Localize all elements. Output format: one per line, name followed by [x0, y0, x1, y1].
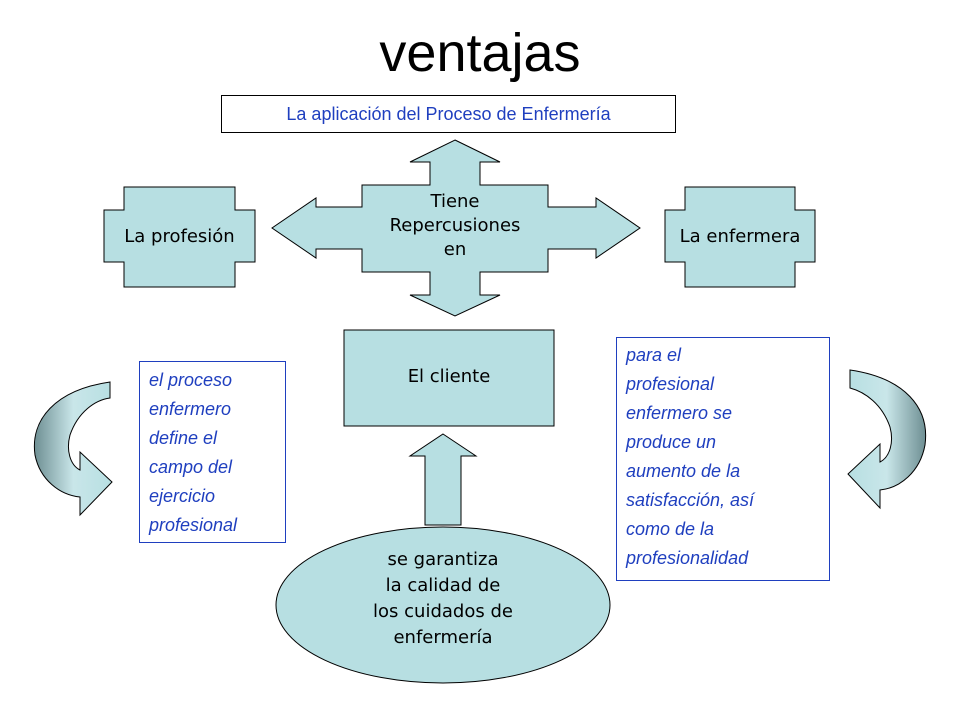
page-title: ventajas [379, 23, 581, 83]
top-box: La aplicación del Proceso de Enfermería [221, 95, 676, 133]
right-curved-arrow [847, 369, 927, 510]
enfermera-node-shape [664, 186, 816, 288]
quality-oval-shape [275, 526, 611, 684]
profesion-node-shape [103, 186, 256, 288]
left-note-box: el proceso enfermero define el campo del… [139, 361, 286, 543]
enfermera-node-label: La enfermera [679, 226, 801, 247]
profesion-node-label: La profesión [124, 226, 235, 247]
left-curved-arrow [33, 381, 113, 517]
right-note-box: para el profesional enfermero se produce… [616, 337, 830, 581]
right-note-text: para el profesional enfermero se produce… [626, 345, 755, 568]
center-cross-label: Tiene Repercusiones en [389, 191, 521, 260]
client-box-shape [343, 329, 555, 427]
left-note-text: el proceso enfermero define el campo del… [149, 370, 238, 535]
client-box-label: El cliente [407, 366, 491, 387]
quality-oval-label: se garantiza la calidad de los cuidados … [373, 549, 513, 648]
up-arrow [408, 433, 478, 526]
four-way-arrow [271, 139, 641, 317]
